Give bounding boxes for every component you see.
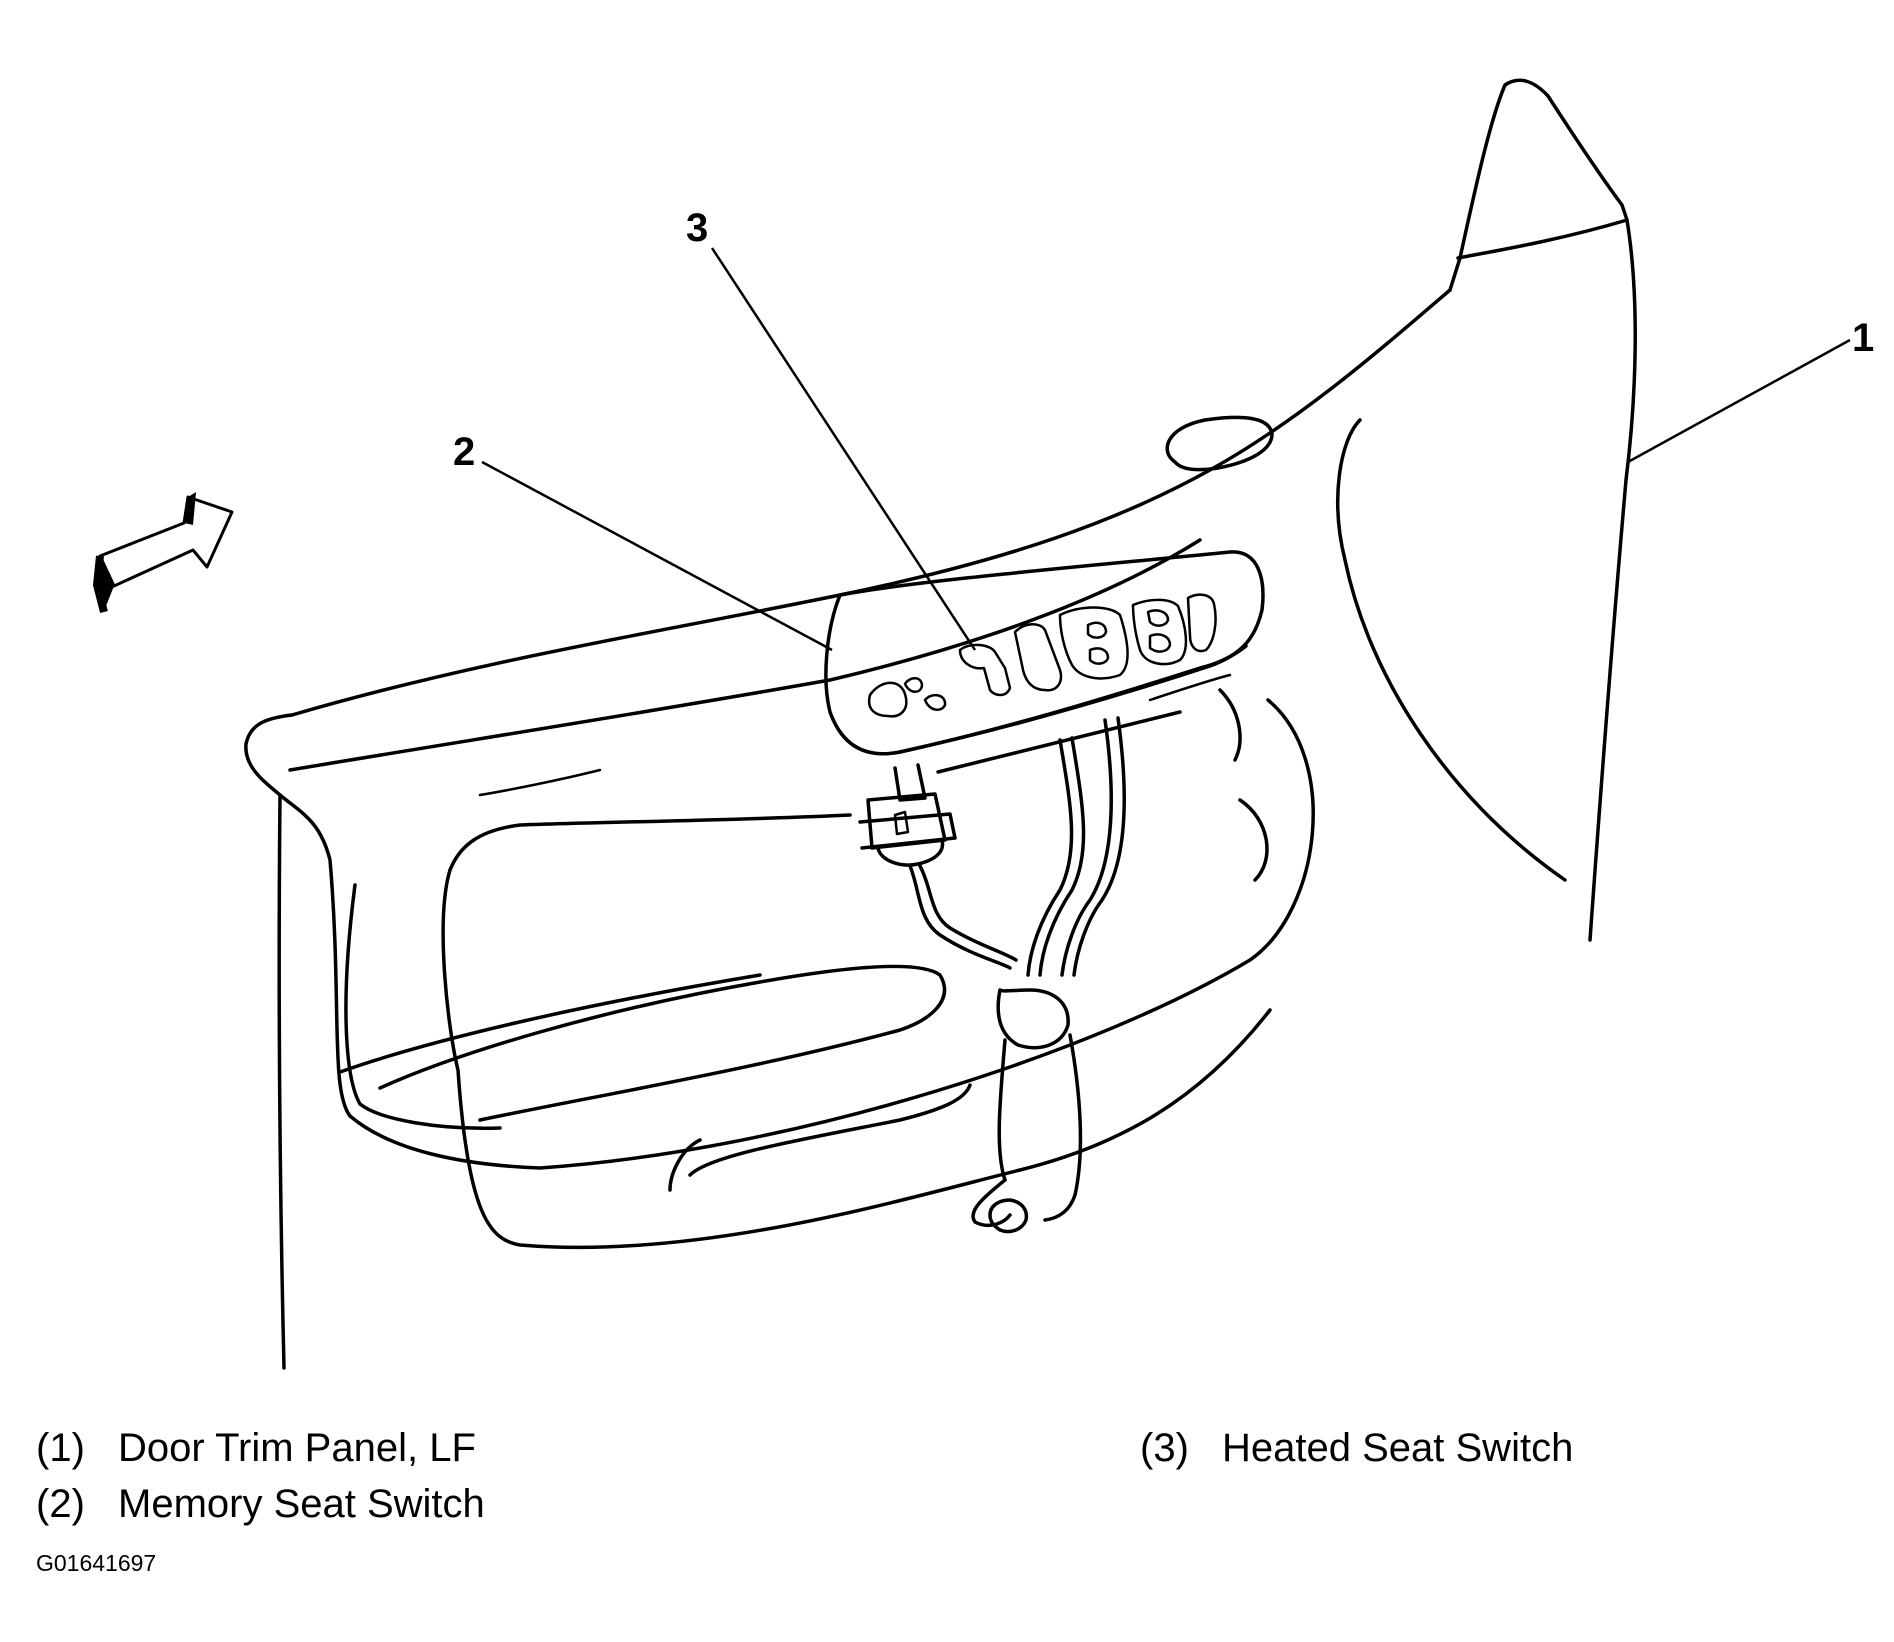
legend-number: 1: [36, 1428, 118, 1468]
view-direction-arrow-icon: [92, 492, 234, 614]
callout-1: 1: [1852, 316, 1875, 360]
callout-3: 3: [686, 206, 709, 250]
switch-bezel: [824, 550, 1265, 774]
door-trim-panel-outline: [244, 78, 1637, 1370]
callout-leader-lines: [481, 247, 1851, 652]
legend-number: 2: [36, 1484, 118, 1524]
armrest-pocket: [278, 673, 1315, 1250]
figure-id: G01641697: [36, 1550, 157, 1576]
legend-number: 3: [1140, 1428, 1222, 1468]
legend-item-memory-seat-switch: 2Memory Seat Switch: [36, 1482, 485, 1526]
legend-label: Door Trim Panel, LF: [118, 1426, 476, 1470]
wiring-harness-connector: [858, 716, 1126, 1234]
callout-2: 2: [453, 430, 476, 474]
legend-item-door-trim-panel: 1Door Trim Panel, LF: [36, 1428, 476, 1468]
legend-item-heated-seat-switch: 3Heated Seat Switch: [1140, 1428, 1573, 1468]
legend-label: Memory Seat Switch: [118, 1482, 485, 1526]
legend-label: Heated Seat Switch: [1222, 1426, 1574, 1470]
